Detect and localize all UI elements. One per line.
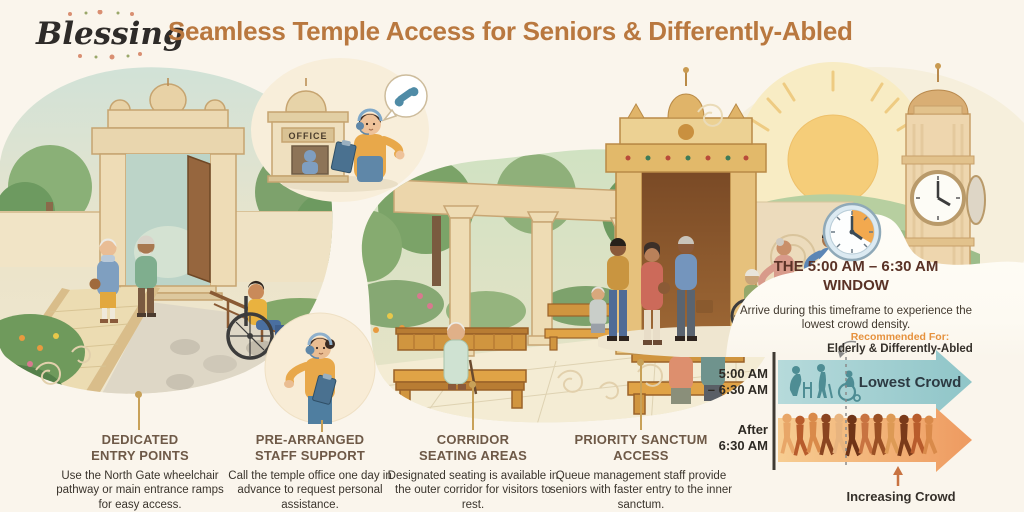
callout-blob [726, 213, 1024, 357]
connector-line-corridor [472, 387, 474, 430]
flourish-ornament [35, 345, 92, 385]
page-title: Seamless Temple Access for Seniors & Dif… [168, 16, 853, 46]
scene-office-illustration: OFFICE [251, 58, 429, 202]
connector-dot [637, 359, 644, 366]
feature-body: Designated seating is available in the o… [387, 469, 559, 512]
walker-icon [789, 366, 812, 398]
brand-logo: Blessing [36, 16, 185, 52]
annotation-arrow [838, 340, 857, 358]
elderly-man [135, 235, 157, 317]
feature-title: PRE-ARRANGED [255, 432, 365, 447]
headset-icon [307, 332, 333, 346]
scene-staff-illustration [264, 312, 376, 424]
feature-title: PRIORITY SANCTUM [574, 432, 708, 447]
flourish-ornament [697, 103, 724, 127]
clock-icon [822, 202, 882, 262]
elderly-woman [89, 238, 119, 323]
recommended-annotation: Recommended For: Elderly & Differently-A… [800, 331, 1000, 355]
cane-icon [817, 364, 833, 399]
seated-elder-cane [443, 322, 478, 395]
office-booth [267, 78, 349, 183]
office-staff-woman [330, 108, 405, 182]
feature-body: Call the temple office one day in advanc… [228, 469, 392, 512]
time-window-label-late: After 6:30 AM [718, 422, 768, 454]
increasing-crowd-label: Increasing Crowd [846, 489, 956, 504]
cane-icon [468, 359, 478, 395]
flourish-ornament [557, 363, 664, 400]
seated-elder-shawl [589, 286, 607, 333]
annotation-target: Elderly & Differently-Abled [827, 343, 973, 355]
entry-gate [91, 78, 245, 301]
feature-title: DEDICATED [101, 432, 179, 447]
phone-icon [394, 87, 419, 107]
phone-bubble [381, 74, 428, 122]
scene-sanctum-illustration [598, 62, 1024, 357]
support-staff-woman [284, 332, 337, 424]
open-door [187, 154, 211, 284]
queue-person-1 [607, 238, 629, 341]
connector-line-entry [138, 397, 140, 430]
feature-body: Use the North Gate wheelchair pathway or… [56, 469, 224, 512]
logo-floral-ornament [68, 10, 142, 60]
feature-title: CORRIDOR [436, 432, 510, 447]
elderly-figures [789, 364, 861, 402]
queue-person-3 [675, 236, 713, 341]
connector-dot [469, 381, 476, 388]
feature-corridor-seating: CORRIDOR SEATING AREAS Designated seatin… [383, 432, 563, 512]
feature-priority-sanctum: PRIORITY SANCTUM ACCESS Queue management… [546, 432, 736, 512]
up-arrow-icon [893, 466, 903, 486]
queue-person-2 [641, 242, 670, 345]
callout-heading-line2: WINDOW [823, 276, 889, 294]
connector-line-sanctum [640, 365, 642, 430]
feature-body: Queue management staff provide seniors w… [549, 469, 733, 512]
lowest-crowd-label: Lowest Crowd [858, 374, 962, 391]
crowd-timeline-chart [772, 340, 972, 486]
feature-staff-support: PRE-ARRANGED STAFF SUPPORT Call the temp… [220, 432, 400, 512]
wheelchair-icon [837, 370, 861, 402]
feature-dedicated-entry: DEDICATED ENTRY POINTS Use the North Gat… [50, 432, 230, 512]
office-sign: OFFICE [289, 131, 328, 141]
window-callout: THE 5:00 AM – 6:30 AM WINDOW Arrive duri… [736, 258, 976, 333]
time-window-label-early: 5:00 AM – 6:30 AM [707, 366, 768, 398]
connector-line-staff [321, 420, 323, 432]
headset-icon [357, 108, 383, 122]
callout-body: Arrive during this timeframe to experien… [739, 304, 973, 332]
connector-dot [135, 391, 142, 398]
annotation-lead: Recommended For: [850, 331, 950, 343]
callout-heading-line1: THE 5:00 AM – 6:30 AM [773, 258, 939, 275]
